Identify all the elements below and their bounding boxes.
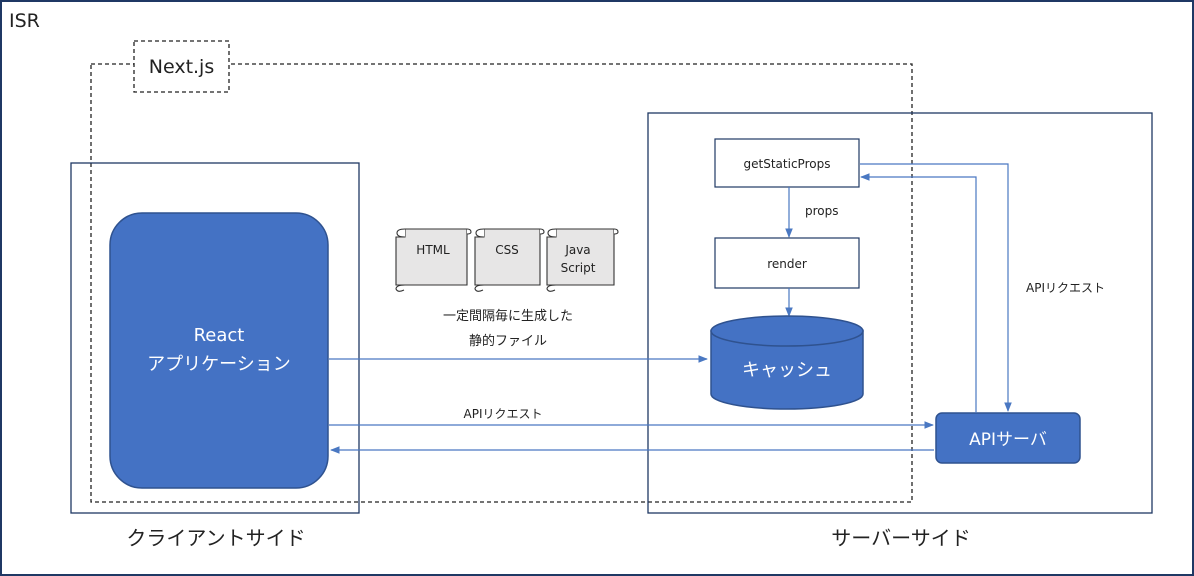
props-label: props <box>805 204 839 218</box>
react-app-block <box>109 212 329 489</box>
get-static-props-label: getStaticProps <box>744 157 831 171</box>
api-to-gsp-response-arrow <box>860 173 977 413</box>
cache-cylinder-top <box>710 315 864 347</box>
api-server-label: APIサーバ <box>969 430 1047 450</box>
javascript-file-scroll: Java Script <box>546 228 619 292</box>
cache-label: キャッシュ <box>742 360 832 381</box>
nextjs-label: Next.js <box>149 56 214 78</box>
api-server-box <box>935 412 1081 464</box>
react-app-label-line1: React <box>194 325 245 346</box>
html-file-scroll: HTML <box>395 228 472 292</box>
server-api-request-label: APIリクエスト <box>1026 281 1105 295</box>
static-files-caption-line2: 静的ファイル <box>469 333 547 349</box>
server-side-caption: サーバーサイド <box>831 526 970 550</box>
javascript-file-label-line2: Script <box>561 261 596 275</box>
javascript-file-label-line1: Java <box>564 243 590 257</box>
diagram-title: ISR <box>9 10 40 32</box>
css-file-scroll: CSS <box>474 228 545 292</box>
nextjs-boundary <box>90 63 913 503</box>
cache-cylinder-body <box>710 330 864 410</box>
render-box <box>714 237 860 289</box>
get-static-props-box <box>714 138 860 188</box>
client-side-box <box>70 162 360 514</box>
client-api-request-label: APIリクエスト <box>464 407 543 421</box>
html-file-label: HTML <box>416 243 450 257</box>
react-app-label-line2: アプリケーション <box>147 354 291 375</box>
gsp-to-api-request-arrow <box>860 163 1012 412</box>
css-file-label: CSS <box>495 243 519 257</box>
nextjs-label-box <box>133 40 230 93</box>
client-side-caption: クライアントサイド <box>126 526 305 550</box>
static-files-caption-line1: 一定間隔毎に生成した <box>443 308 573 324</box>
server-side-box <box>647 112 1153 514</box>
render-label: render <box>767 257 807 271</box>
